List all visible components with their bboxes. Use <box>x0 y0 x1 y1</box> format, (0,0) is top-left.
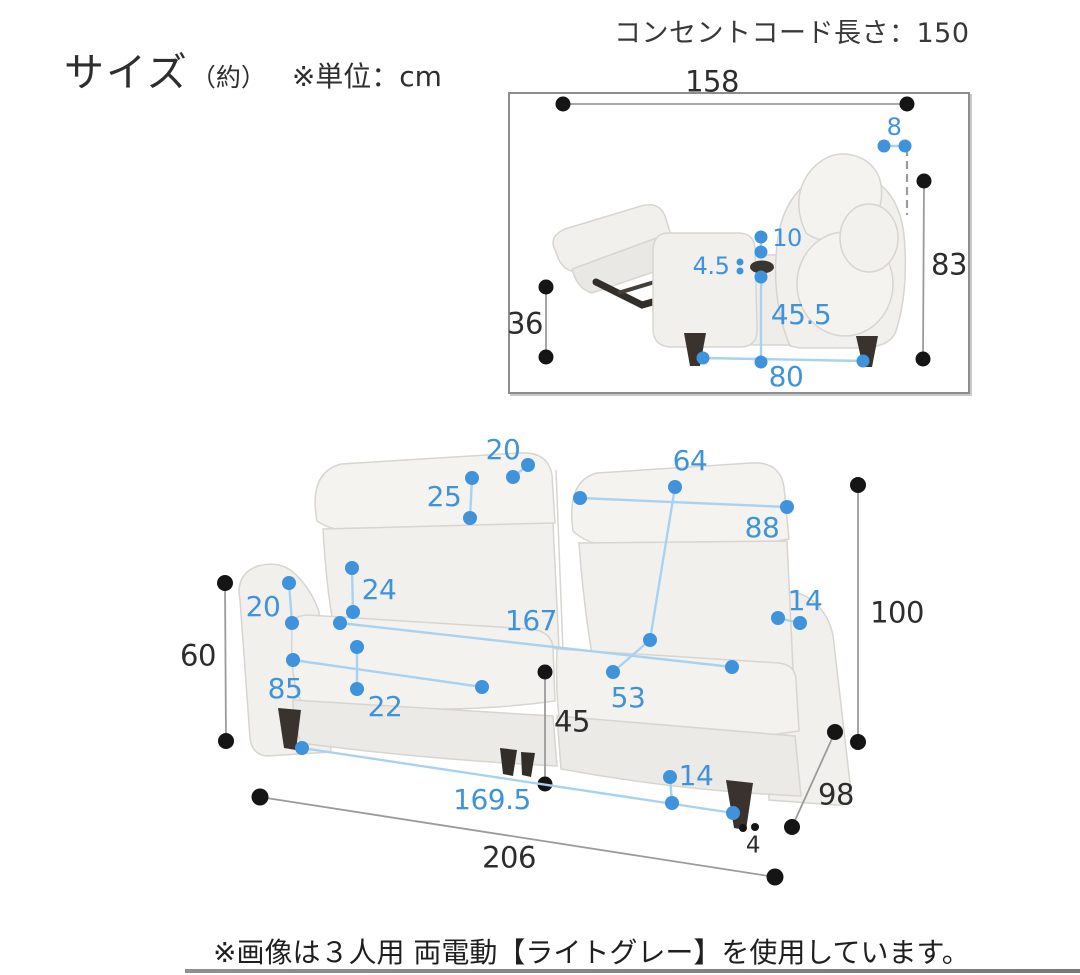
dim-side-total-height: 83 <box>931 247 967 282</box>
black-dimension-lines <box>224 103 925 878</box>
image-usage-note: ※画像は３人用 両電動【ライトグレー】を使用しています。 <box>213 936 970 969</box>
dim-front-leg-span: 169.5 <box>453 783 531 816</box>
dim-front-backrest-height: 64 <box>672 444 708 477</box>
dim-side-footrest-height: 36 <box>507 306 543 341</box>
dim-front-headrest-gap: 20 <box>485 433 521 466</box>
dim-side-total-width: 158 <box>685 64 739 99</box>
black-dimension-dots <box>217 96 932 886</box>
title-size-label: サイズ <box>64 50 189 96</box>
title-unit-label: ※単位：cm <box>291 60 442 93</box>
dim-side-headrest-depth: 8 <box>886 113 902 141</box>
dim-front-total-depth: 98 <box>818 777 854 812</box>
dim-front-seatback-pad-height: 24 <box>361 573 397 606</box>
side-view-sofa <box>552 153 907 367</box>
dim-front-seat-front-height: 22 <box>367 690 403 723</box>
blue-dimension-dots <box>282 139 912 820</box>
dim-front-armrest-width: 20 <box>245 590 281 623</box>
cord-length-note: コンセントコード長さ：150 <box>614 18 970 49</box>
dim-front-total-height: 100 <box>870 595 924 630</box>
dim-side-arm-front-height: 45.5 <box>770 298 832 331</box>
dim-front-armrest-top-width: 14 <box>787 584 823 617</box>
dim-front-armrest-height: 60 <box>180 638 216 673</box>
title-approx-label: （約） <box>190 63 266 92</box>
dim-side-button-size: 4.5 <box>692 252 730 280</box>
dim-side-leg-span: 80 <box>768 360 804 393</box>
dim-front-headrest-height: 25 <box>426 480 462 513</box>
dim-front-inner-width: 167 <box>505 604 557 637</box>
page-bottom-edge <box>185 969 1080 973</box>
dim-side-button-to-top: 10 <box>772 224 802 252</box>
dim-front-seat-height: 45 <box>554 704 590 739</box>
dim-front-seat-depth: 53 <box>610 681 646 714</box>
dim-front-seat-width: 85 <box>267 672 303 705</box>
page-title: サイズ（約） ※単位：cm <box>64 40 442 98</box>
dim-front-backrest-width: 88 <box>744 511 780 544</box>
dim-front-base-clearance: 14 <box>678 759 714 792</box>
dim-front-total-width: 206 <box>482 840 536 875</box>
dim-front-leg-bottom-width: 4 <box>745 832 761 859</box>
front-view-sofa <box>238 452 852 830</box>
